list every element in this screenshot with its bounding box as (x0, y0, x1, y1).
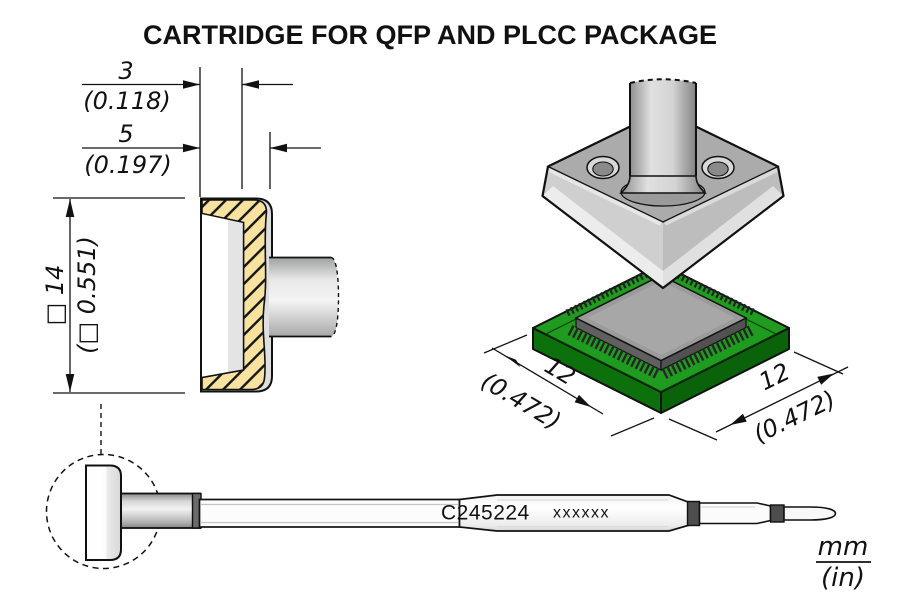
flange-hole-left (586, 155, 620, 180)
dim-5-in-label: (0.197) (84, 151, 171, 179)
flange-band-left (542, 186, 663, 288)
heater-band-2 (769, 504, 785, 523)
marking-label: xxxxxx (553, 505, 610, 522)
arrowhead (65, 374, 75, 392)
shaft-shading-lines (201, 503, 458, 524)
units-mm-label: mm (818, 532, 869, 562)
heater-band-1 (686, 500, 701, 527)
flange-bevel-highlight-right (664, 168, 778, 226)
cartridge-tip-end (783, 506, 837, 521)
dim-3-mm-label: 3 (118, 57, 133, 85)
shaft-base-flare (619, 175, 707, 194)
chip-leads-front (567, 325, 755, 379)
package-view: 12 (0.472) 12 (0.472) (476, 78, 849, 449)
qfp-chip (565, 265, 757, 379)
arrowhead (817, 373, 834, 385)
cartridge-head (85, 464, 122, 561)
dim-14-in-label: (□ 0.551) (73, 236, 101, 354)
arrowhead (183, 143, 200, 153)
drawing-title: CARTRIDGE FOR QFP AND PLCC PACKAGE (143, 20, 717, 50)
arrowhead (730, 413, 747, 425)
dim-5-mm-label: 5 (118, 120, 133, 148)
tip-shaft-edges (269, 256, 331, 338)
chip-top-bevel (587, 281, 735, 355)
body-shading-lines (497, 499, 668, 528)
dim-line-14 (53, 197, 185, 394)
arrowhead (270, 143, 287, 153)
dimension-cavity-depth: 3 (0.118) (82, 57, 293, 115)
part-number-label: C245224 (441, 502, 530, 525)
units-in-label: (in) (821, 563, 865, 593)
section-view: 3 (0.118) 5 (0.197) □ 14 (□ 0.551) (41, 57, 340, 394)
dim-3-in-label: (0.118) (83, 87, 170, 115)
tip-cross-section (200, 197, 340, 393)
flange-hole-right (701, 155, 735, 180)
cartridge-side-view: C245224 xxxxxx (45, 404, 837, 570)
arrowhead (504, 355, 521, 368)
tip-shaft-break-line (330, 256, 340, 338)
extension-lines (199, 67, 271, 197)
flange-bevel-highlight-left (548, 168, 662, 226)
arrowhead (65, 199, 75, 217)
arrowhead (183, 80, 200, 89)
hole-bore (707, 161, 729, 177)
cartridge-collar (119, 492, 201, 529)
units-legend: mm (in) (816, 532, 871, 593)
dim-14-mm-label: □ 14 (41, 265, 69, 326)
dimension-square-side: □ 14 (□ 0.551) (41, 197, 185, 394)
tip-cavity-shading (228, 219, 244, 374)
dim-12-right-in-label: (0.472) (749, 385, 840, 449)
chip-leads-back (565, 265, 757, 317)
cartridge-neck (698, 502, 772, 525)
shaft-cylinder-edges (629, 83, 697, 176)
dimension-total-depth: 5 (0.197) (82, 120, 321, 179)
flange-band-right (663, 186, 784, 288)
shaft-cylinder (630, 79, 696, 176)
cartridge-tip-3d (541, 78, 785, 290)
copper-hatch (202, 200, 267, 390)
arrowhead (574, 394, 591, 407)
arrowhead (242, 80, 259, 89)
hole-bore (592, 161, 614, 177)
tip-shaft (269, 257, 339, 337)
tip-cavity-outline (201, 212, 245, 379)
